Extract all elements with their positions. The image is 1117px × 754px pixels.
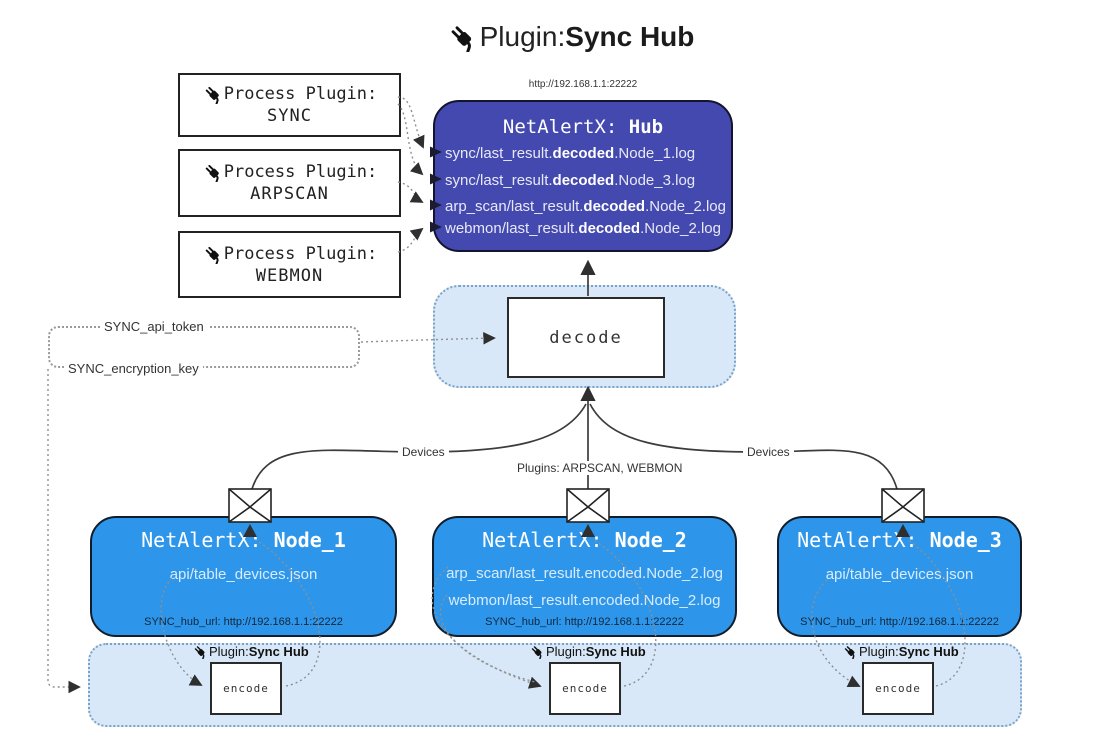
process-plugin-sync: Process Plugin: SYNC bbox=[178, 73, 401, 137]
devices-label-left: Devices bbox=[398, 445, 449, 459]
hub-url: http://192.168.1.1:22222 bbox=[528, 79, 638, 90]
hub-title-name: Hub bbox=[628, 116, 664, 138]
node-data-line: api/table_devices.json bbox=[825, 566, 974, 583]
title-name: Sync Hub bbox=[565, 21, 695, 52]
plug-icon bbox=[202, 244, 222, 264]
node-hub-url: SYNC_hub_url: http://192.168.1.1:22222 bbox=[485, 616, 684, 628]
encoder-plugin-label: Plugin: Sync Hub bbox=[529, 642, 646, 660]
encoder-plugin-label: Plugin: Sync Hub bbox=[842, 642, 959, 660]
plugins-label-middle: Plugins: ARPSCAN, WEBMON bbox=[513, 461, 687, 475]
process-plugin-name: SYNC bbox=[267, 106, 312, 126]
sync-encryption-key-label: SYNC_encryption_key bbox=[64, 361, 203, 376]
node-title: NetAlertX: Node_3 bbox=[797, 528, 1002, 552]
plug-icon bbox=[202, 84, 222, 104]
process-plugin-webmon: Process Plugin: WEBMON bbox=[178, 231, 401, 298]
node-3-box: NetAlertX: Node_3 api/table_devices.json… bbox=[777, 516, 1022, 637]
node-hub-url: SYNC_hub_url: http://192.168.1.1:22222 bbox=[800, 616, 999, 628]
hub-log-line: sync/last_result.decoded.Node_1.log bbox=[445, 145, 696, 162]
plug-icon bbox=[446, 22, 476, 52]
hub-title: NetAlertX: Hub bbox=[435, 116, 731, 138]
process-plugin-name: ARPSCAN bbox=[250, 184, 329, 204]
node-title: NetAlertX: Node_2 bbox=[482, 528, 687, 552]
node-title: NetAlertX: Node_1 bbox=[141, 528, 346, 552]
process-plugin-label: Process Plugin: bbox=[223, 162, 378, 182]
page-title: Plugin: Sync Hub bbox=[375, 16, 765, 58]
hub-title-prefix: NetAlertX: bbox=[502, 116, 629, 138]
plug-icon bbox=[192, 644, 207, 659]
plug-icon bbox=[842, 644, 857, 659]
decode-box: decode bbox=[507, 297, 665, 378]
process-plugin-arpscan: Process Plugin: ARPSCAN bbox=[178, 149, 401, 217]
hub-log-line: webmon/last_result.decoded.Node_2.log bbox=[445, 220, 721, 237]
hub-log-line: arp_scan/last_result.decoded.Node_2.log bbox=[445, 198, 726, 215]
sync-api-token-label: SYNC_api_token bbox=[100, 319, 208, 334]
title-prefix: Plugin: bbox=[479, 21, 566, 52]
node-data-line: arp_scan/last_result.encoded.Node_2.log bbox=[446, 565, 723, 582]
hub-log-line: sync/last_result.decoded.Node_3.log bbox=[445, 172, 696, 189]
encode-box-2: encode bbox=[549, 662, 621, 715]
process-plugin-label: Process Plugin: bbox=[223, 84, 378, 104]
node-data-line: webmon/last_result.encoded.Node_2.log bbox=[448, 592, 721, 609]
process-plugin-name: WEBMON bbox=[255, 265, 324, 286]
devices-label-right: Devices bbox=[743, 445, 794, 459]
hub-box: NetAlertX: Hub sync/last_result.decoded.… bbox=[433, 100, 733, 252]
process-plugin-label: Process Plugin: bbox=[223, 243, 378, 264]
node-hub-url: SYNC_hub_url: http://192.168.1.1:22222 bbox=[144, 616, 343, 628]
plug-icon bbox=[202, 162, 222, 182]
plug-icon bbox=[529, 644, 544, 659]
encode-box-1: encode bbox=[210, 662, 282, 715]
node-1-box: NetAlertX: Node_1 api/table_devices.json… bbox=[90, 516, 397, 637]
node-2-box: NetAlertX: Node_2 arp_scan/last_result.e… bbox=[432, 516, 737, 637]
node-data-line: api/table_devices.json bbox=[169, 566, 318, 583]
encoder-plugin-label: Plugin: Sync Hub bbox=[192, 642, 309, 660]
encode-box-3: encode bbox=[862, 662, 934, 715]
